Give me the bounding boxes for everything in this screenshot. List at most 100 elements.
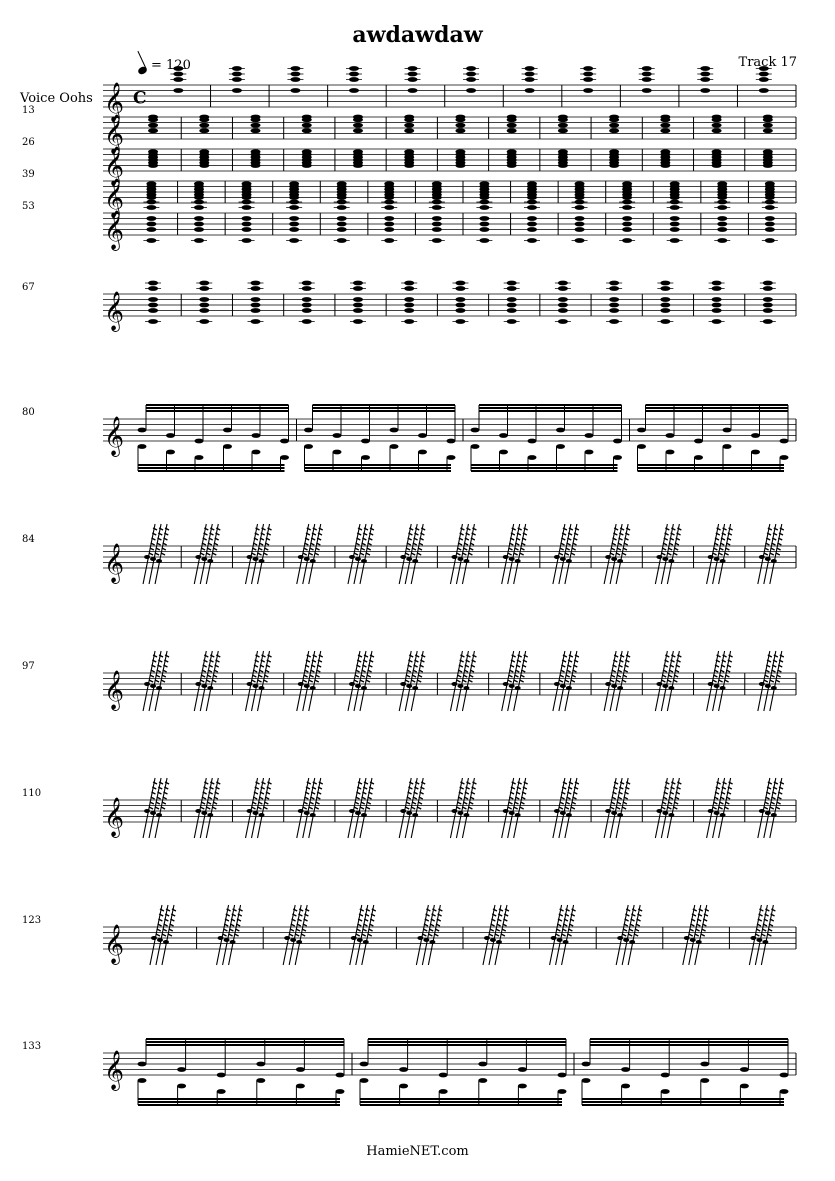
tremolo-mark — [661, 806, 666, 810]
tremolo-mark — [628, 928, 634, 932]
tremolo-mark — [457, 669, 463, 673]
note-head — [584, 449, 594, 455]
note-head — [246, 809, 253, 813]
tremolo-mark — [408, 532, 413, 536]
tremolo-mark — [365, 679, 371, 683]
note-head — [407, 88, 418, 93]
tremolo-mark — [258, 674, 263, 678]
tremolo-mark — [215, 532, 220, 536]
tremolo-mark — [765, 537, 771, 541]
note-head — [289, 221, 300, 227]
tremolo-mark — [417, 547, 423, 551]
tremolo-mark — [468, 679, 473, 683]
tremolo-mark — [768, 923, 774, 927]
note-head — [195, 809, 202, 813]
tremolo-mark — [507, 679, 512, 683]
tremolo-mark — [292, 908, 298, 912]
tremolo-mark — [259, 537, 265, 541]
tremolo-mark — [568, 923, 574, 927]
tremolo-mark — [168, 928, 174, 932]
note-head — [762, 122, 773, 128]
tremolo-mark — [357, 527, 363, 531]
tremolo-mark — [151, 791, 156, 795]
note-head — [348, 809, 355, 813]
note-head — [258, 559, 265, 563]
measure-number: 80 — [22, 407, 35, 418]
note-head — [717, 195, 728, 200]
tremolo-mark — [573, 664, 578, 668]
tremolo-mark — [300, 933, 306, 937]
staff-system: 𝄞80 — [22, 404, 797, 472]
tremolo-mark — [456, 547, 462, 551]
tremolo-mark — [309, 547, 314, 551]
note-head — [406, 811, 413, 815]
tremolo-mark — [610, 801, 616, 805]
note-head — [665, 449, 675, 455]
tremolo-mark — [561, 659, 567, 663]
tremolo-mark — [564, 806, 570, 810]
tremolo-mark — [314, 552, 320, 556]
tremolo-mark — [779, 527, 785, 531]
note-head — [770, 686, 777, 690]
note-head — [611, 684, 618, 688]
note-head — [758, 555, 765, 559]
tremolo-mark — [574, 781, 580, 785]
tremolo-mark — [318, 527, 324, 531]
tremolo-mark — [514, 542, 520, 546]
tremolo-mark — [357, 781, 363, 785]
note-head — [400, 682, 407, 686]
tremolo-mark — [303, 801, 308, 805]
tremolo-mark — [416, 806, 422, 810]
tremolo-mark — [619, 654, 625, 658]
note-head — [762, 297, 773, 302]
note-head — [148, 128, 159, 134]
note-head — [762, 117, 773, 123]
tremolo-mark — [573, 537, 578, 541]
tremolo-mark — [171, 908, 177, 912]
note-head — [199, 117, 210, 123]
note-head — [470, 427, 480, 433]
note-head — [352, 163, 363, 168]
tremolo-mark — [562, 781, 568, 785]
tremolo-mark — [513, 806, 518, 810]
tremolo-mark — [160, 552, 166, 556]
tremolo-mark — [211, 552, 217, 556]
note-head — [713, 811, 720, 815]
tremolo-mark — [509, 537, 515, 541]
note-head — [526, 227, 537, 232]
tremolo-mark — [661, 801, 667, 805]
tremolo-mark — [725, 796, 731, 800]
note-head — [574, 227, 585, 232]
tremolo-mark — [692, 908, 698, 912]
tremolo-mark — [414, 654, 420, 658]
tremolo-mark — [265, 537, 271, 541]
tremolo-mark — [368, 791, 373, 795]
note-head — [150, 811, 157, 815]
tremolo-mark — [222, 933, 227, 937]
tremolo-mark — [625, 532, 630, 536]
tremolo-mark — [501, 928, 507, 932]
note-head — [499, 449, 508, 455]
tremolo-mark — [164, 527, 170, 531]
tremolo-mark — [690, 923, 695, 927]
tremolo-mark — [671, 654, 676, 658]
tremolo-mark — [223, 928, 228, 932]
tremolo-mark — [562, 928, 567, 932]
note-head — [613, 438, 622, 444]
note-head — [605, 682, 612, 686]
tremolo-mark — [229, 928, 234, 932]
note-head — [361, 455, 370, 460]
note-head — [711, 163, 722, 168]
tremolo-mark — [361, 796, 366, 800]
note-head — [514, 813, 521, 817]
note-head — [662, 557, 669, 561]
note-head — [762, 940, 769, 944]
tremolo-mark — [261, 781, 266, 785]
note-head — [418, 449, 427, 455]
tremolo-mark — [456, 674, 462, 678]
tremolo-mark — [458, 537, 464, 541]
tremolo-mark — [668, 669, 674, 673]
tremolo-mark — [370, 913, 376, 917]
tremolo-mark — [612, 537, 617, 541]
staff-system: 𝄞97 — [22, 650, 797, 712]
